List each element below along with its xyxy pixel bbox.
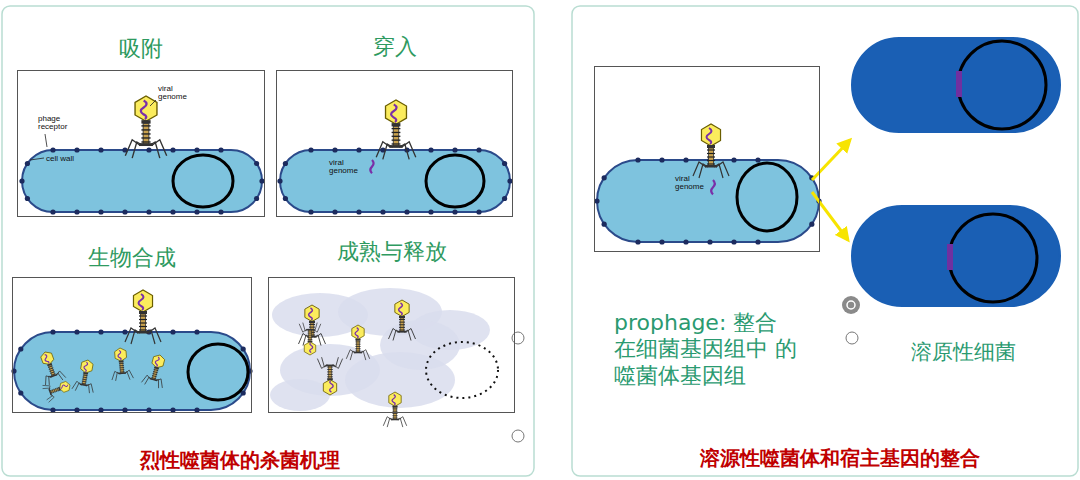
figure-caption: 烈性噬菌体的杀菌机理 [60, 448, 420, 472]
phage [383, 392, 406, 427]
phage [109, 347, 133, 381]
viral-genome [370, 160, 373, 173]
phage [299, 323, 321, 355]
phage [72, 358, 99, 394]
figure-frame: 吸附viral genomephage receptorcell wall [17, 70, 265, 217]
chromosome [426, 155, 484, 207]
bacterium [277, 147, 512, 214]
cell-debris [270, 379, 330, 411]
phage [125, 290, 161, 344]
part-label: viral genome [329, 159, 365, 176]
leader-line [150, 100, 156, 106]
yellow-arrow [812, 140, 850, 180]
figure-frame: 生物合成 [12, 277, 252, 413]
lysed-chromosome [426, 342, 498, 398]
prophage-segment [947, 244, 953, 270]
step-heading: 吸附 [18, 37, 264, 61]
part-label: cell wall [46, 155, 90, 163]
chromosome [949, 214, 1037, 302]
phage [389, 300, 416, 341]
chromosome [958, 41, 1046, 129]
bacterium [11, 329, 252, 412]
cell-debris [380, 320, 460, 370]
leader-line [45, 134, 47, 147]
step-heading: 穿入 [277, 35, 512, 59]
caption-heading: viral genome [675, 175, 711, 192]
bacterium [852, 206, 1060, 306]
rotate-handle [847, 301, 855, 309]
step-heading: 成熟与释放 [269, 240, 514, 264]
phage [141, 352, 170, 389]
handle [512, 430, 524, 442]
step-heading: 生物合成 [13, 246, 251, 270]
leader-line [30, 158, 44, 160]
phage [35, 348, 66, 386]
prophage-note: prophage: 整合 在细菌基因组中 的噬菌体基因组 [614, 310, 804, 389]
rotate-handle [842, 296, 860, 314]
lysogen-label: 溶原性细菌 [878, 340, 1048, 365]
figure-frame: 穿入viral genome [276, 70, 513, 217]
phage [693, 124, 729, 178]
figure-frame: 成熟与释放 [268, 277, 515, 413]
viral-genome [711, 180, 715, 194]
bacterium [852, 38, 1060, 132]
figure-frame: viral genome [594, 66, 820, 252]
chromosome [737, 163, 797, 231]
figure-caption: 溶源性噬菌体和宿主基因的整合 [620, 446, 1060, 470]
chromosome [188, 344, 248, 400]
phage [299, 305, 326, 346]
handle [512, 332, 524, 344]
part-label: viral genome [158, 85, 194, 102]
panel-frame [572, 6, 1078, 476]
part-label: phage receptor [38, 115, 86, 132]
prophage-segment [956, 71, 962, 97]
handle [846, 332, 858, 344]
yellow-arrow [812, 192, 848, 240]
phage [346, 325, 369, 360]
panel-frame [2, 6, 534, 476]
phage [317, 357, 342, 395]
phage [42, 377, 74, 403]
phage [125, 96, 166, 158]
chromosome [173, 155, 233, 207]
bacterium [594, 157, 821, 244]
phage [376, 100, 416, 159]
bacterium [19, 147, 264, 214]
